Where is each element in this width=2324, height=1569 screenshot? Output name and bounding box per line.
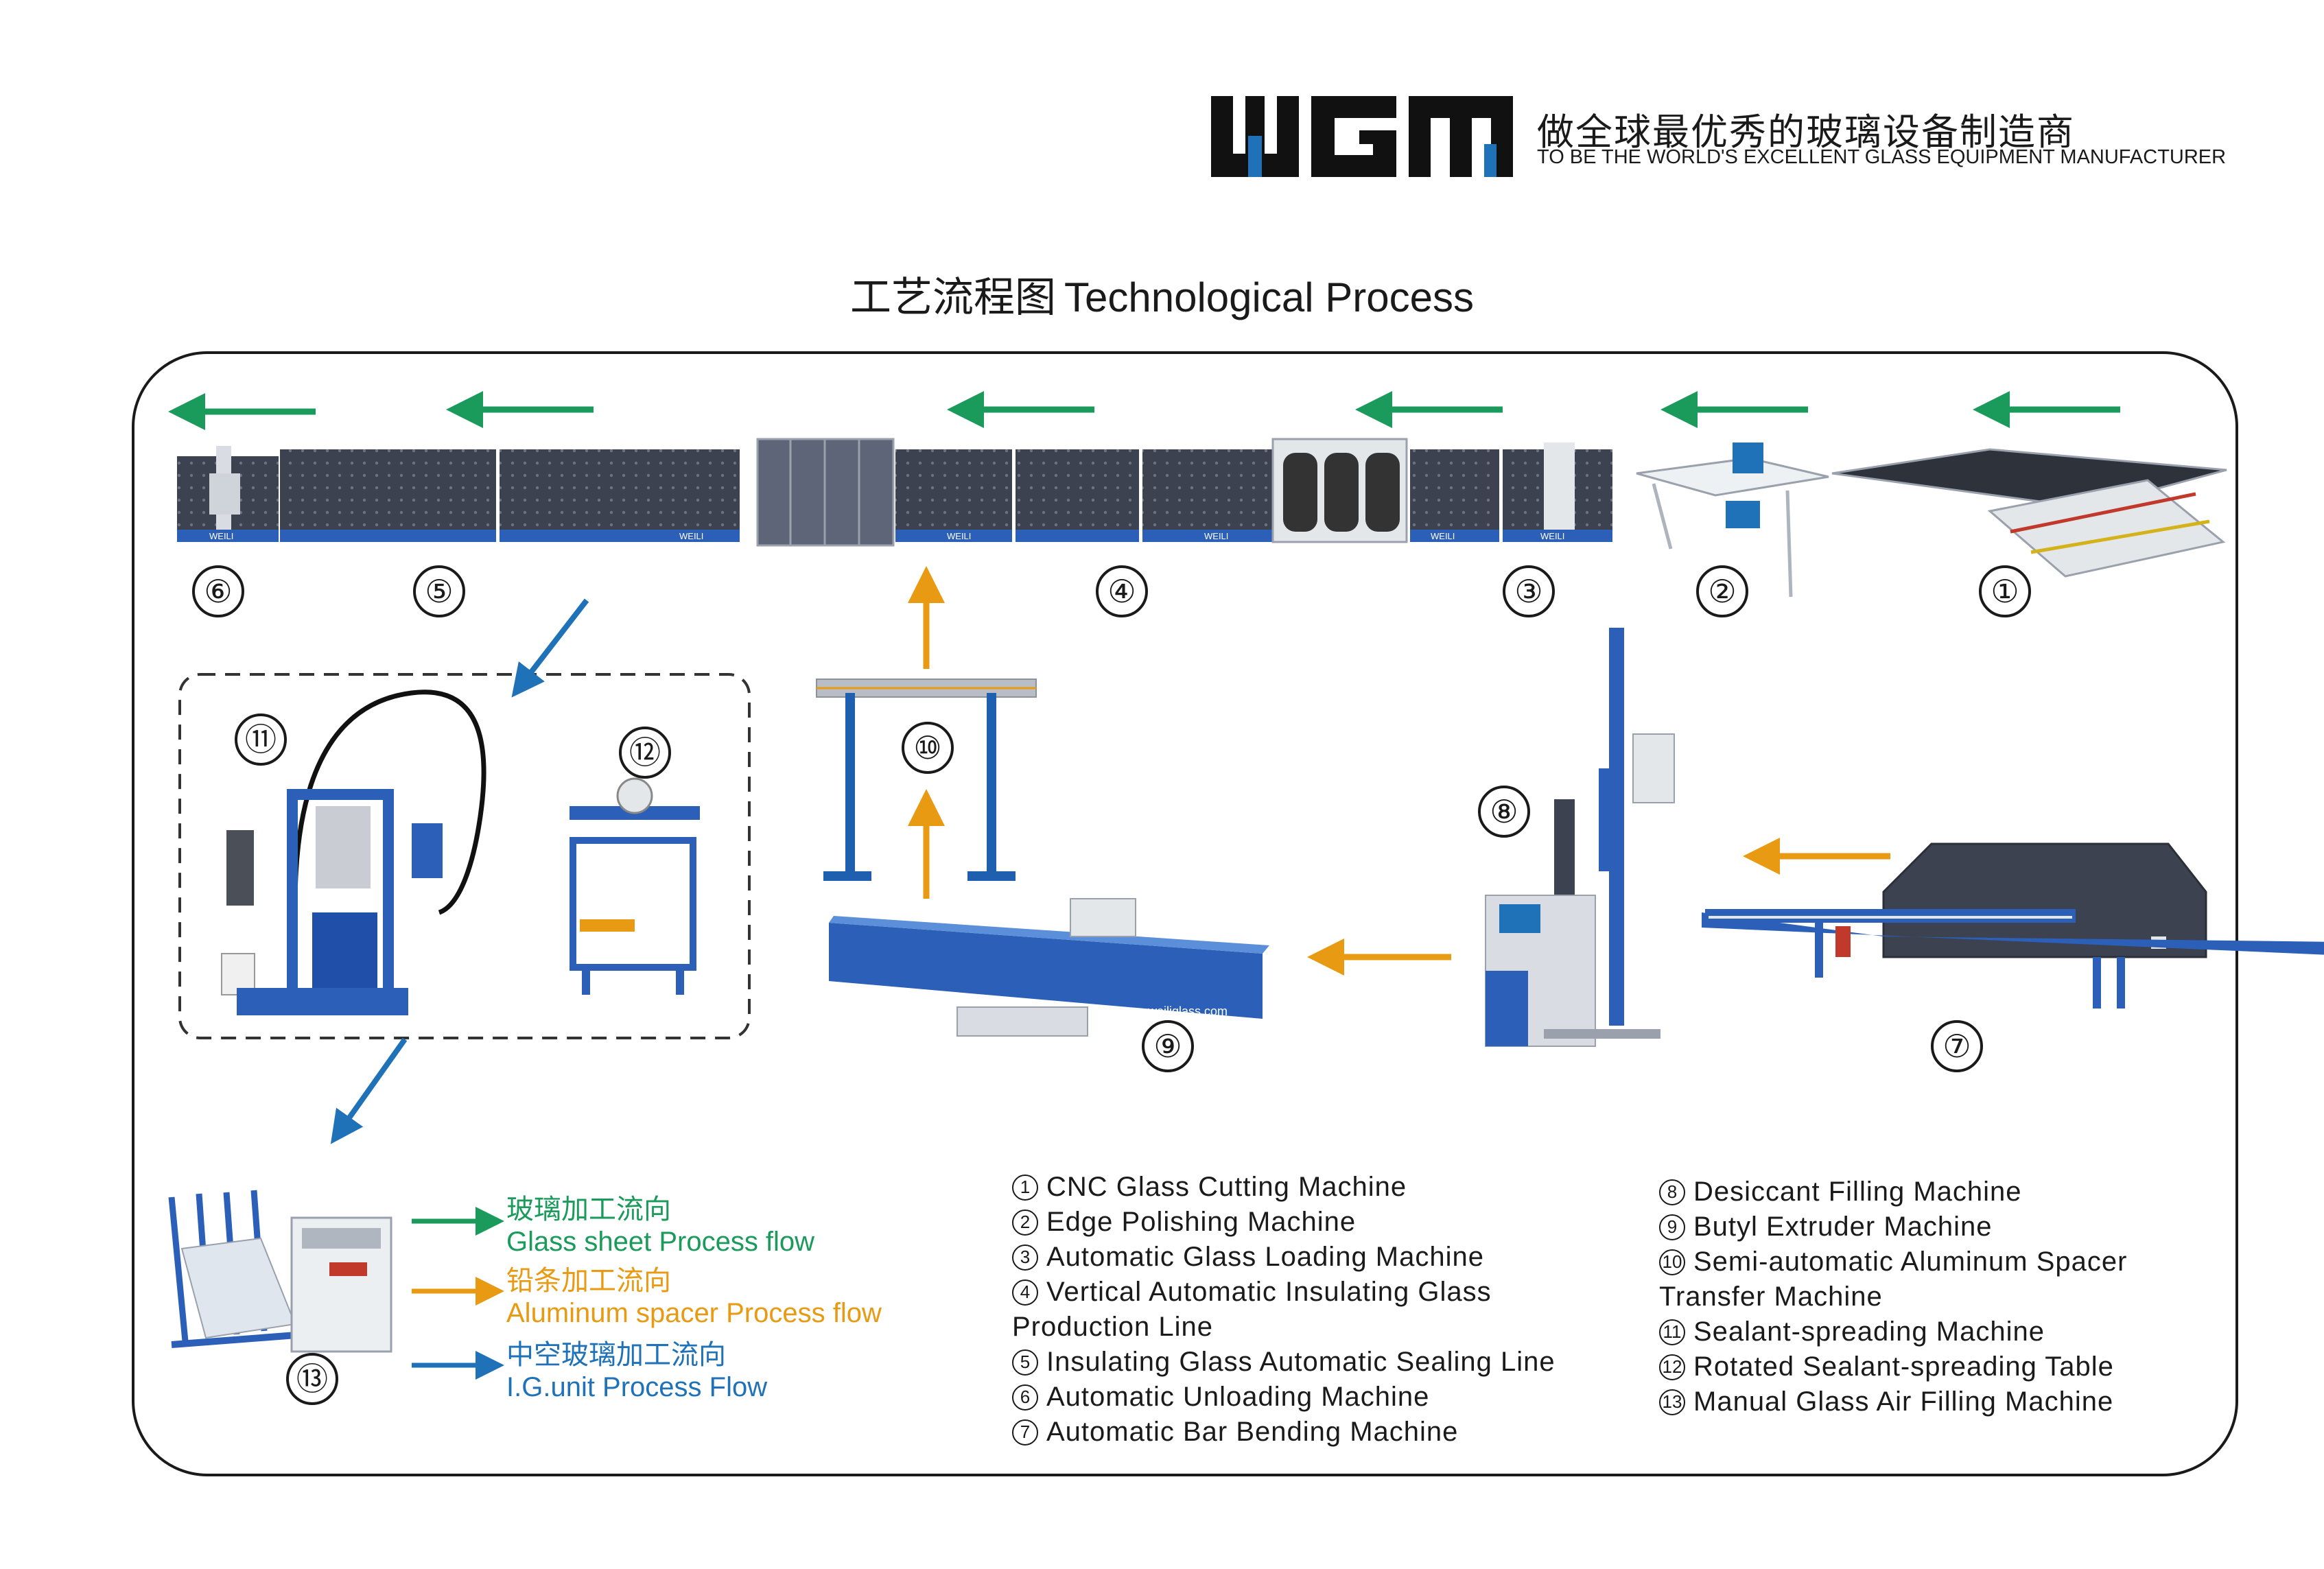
ig-flow-arrow <box>330 1037 408 1144</box>
marker-9: ⑨ <box>1142 1020 1194 1072</box>
extruder-url-text: www.weiliglass.com <box>1118 1004 1228 1018</box>
sealant-spreading-machine <box>221 689 486 1015</box>
marker-5: ⑤ <box>413 565 465 617</box>
marker-13: ⑬ <box>286 1353 338 1405</box>
legend-glass: 玻璃加工流向 Glass sheet Process flow <box>506 1187 814 1258</box>
butyl-extruder-machine: www.weiliglass.com <box>829 898 1269 1037</box>
item-number: 10 <box>1659 1249 1685 1275</box>
equipment-item-continuation: Transfer Machine <box>1659 1282 1883 1312</box>
item-name: Automatic Unloading Machine <box>1046 1382 1430 1412</box>
marker-6: ⑥ <box>192 565 244 617</box>
marker-12: ⑫ <box>619 727 671 779</box>
item-name: Sealant-spreading Machine <box>1693 1317 2045 1347</box>
equipment-list-left: 1 CNC Glass Cutting Machine 2 Edge Polishi… <box>1012 1170 1556 1450</box>
item-name: Automatic Bar Bending Machine <box>1046 1417 1459 1447</box>
equipment-item: 10 Semi-automatic Aluminum Spacer <box>1659 1244 2127 1279</box>
item-number: 3 <box>1012 1244 1038 1271</box>
wgm-logo-graphic <box>1211 96 1513 177</box>
brand-label: WEILI <box>947 531 972 541</box>
item-number: 8 <box>1659 1179 1685 1205</box>
equipment-item: 13 Manual Glass Air Filling Machine <box>1659 1384 2127 1419</box>
legend-glass-cn: 玻璃加工流向 <box>506 1194 671 1225</box>
equipment-item: 8 Desiccant Filling Machine <box>1659 1175 2127 1210</box>
item-number: 6 <box>1012 1384 1038 1411</box>
item-number: 2 <box>1012 1210 1038 1236</box>
desiccant-filling-machine <box>1485 628 1675 1047</box>
spacer-transfer-machine <box>816 679 1037 881</box>
item-name: Vertical Automatic Insulating Glass <box>1046 1277 1492 1307</box>
item-number: 1 <box>1012 1175 1038 1201</box>
marker-7: ⑦ <box>1931 1020 1983 1072</box>
item-name: Desiccant Filling Machine <box>1693 1177 2022 1207</box>
equipment-item: 1 CNC Glass Cutting Machine <box>1012 1170 1556 1205</box>
brand-label: WEILI <box>679 531 704 541</box>
item-number: 12 <box>1659 1354 1685 1380</box>
item-name: Manual Glass Air Filling Machine <box>1693 1387 2114 1417</box>
equipment-item: 12 Rotated Sealant-spreading Table <box>1659 1349 2127 1384</box>
item-number: 4 <box>1012 1279 1038 1306</box>
bar-bending-machine <box>1702 842 2324 1008</box>
sealant-station-box <box>178 673 751 1039</box>
item-name: Semi-automatic Aluminum Spacer <box>1693 1247 2128 1277</box>
marker-2: ② <box>1696 565 1748 617</box>
legend-ig-cn: 中空玻璃加工流向 <box>506 1340 726 1370</box>
production-line <box>177 438 1612 547</box>
brand-label: WEILI <box>1431 531 1455 541</box>
slogan-chinese: 做全球最优秀的玻璃设备制造商 <box>1537 112 2075 153</box>
marker-8: ⑧ <box>1478 786 1530 838</box>
legend-ig: 中空玻璃加工流向 I.G.unit Process Flow <box>506 1332 767 1403</box>
legend-glass-en: Glass sheet Process flow <box>506 1227 815 1257</box>
item-name: Rotated Sealant-spreading Table <box>1693 1352 2114 1382</box>
item-name: Edge Polishing Machine <box>1046 1207 1357 1237</box>
equipment-item: 9 Butyl Extruder Machine <box>1659 1210 2127 1244</box>
equipment-item: 3 Automatic Glass Loading Machine <box>1012 1240 1556 1275</box>
title-english: Technological Process <box>1064 274 1474 320</box>
edge-polishing-machine <box>1636 443 1829 598</box>
ig-flow-arrow <box>511 598 589 698</box>
item-name: Automatic Glass Loading Machine <box>1046 1242 1484 1272</box>
air-filling-machine <box>168 1190 392 1353</box>
cnc-cutting-table <box>1831 448 2227 578</box>
marker-3: ③ <box>1503 565 1555 617</box>
item-number: 13 <box>1659 1389 1685 1415</box>
legend-spacer-cn: 铅条加工流向 <box>506 1266 671 1296</box>
legend-spacer: 铅条加工流向 Aluminum spacer Process flow <box>506 1258 882 1329</box>
marker-10: ⑩ <box>902 722 954 774</box>
brand-label: WEILI <box>1540 531 1565 541</box>
item-number: 7 <box>1012 1419 1038 1446</box>
brand-label: WEILI <box>1204 531 1229 541</box>
process-frame <box>132 351 2238 1476</box>
equipment-item: 5 Insulating Glass Automatic Sealing Line <box>1012 1345 1556 1380</box>
legend-spacer-en: Aluminum spacer Process flow <box>506 1298 882 1328</box>
equipment-item: 4 Vertical Automatic Insulating Glass <box>1012 1275 1556 1310</box>
rotated-sealant-table <box>570 777 700 995</box>
equipment-item: 2 Edge Polishing Machine <box>1012 1205 1556 1240</box>
equipment-item: 11 Sealant-spreading Machine <box>1659 1314 2127 1349</box>
legend-ig-en: I.G.unit Process Flow <box>506 1372 768 1402</box>
item-name: CNC Glass Cutting Machine <box>1046 1172 1407 1202</box>
glass-flow-arrows <box>168 391 2120 430</box>
item-number: 5 <box>1012 1349 1038 1376</box>
equipment-item: 7 Automatic Bar Bending Machine <box>1012 1415 1556 1450</box>
title-chinese: 工艺流程图 <box>850 274 1056 320</box>
equipment-item-continuation: Production Line <box>1012 1312 1213 1342</box>
marker-11: ⑪ <box>235 713 287 766</box>
marker-1: ① <box>1979 565 2031 617</box>
wgm-logo <box>1211 96 1513 177</box>
equipment-list-right: 8 Desiccant Filling Machine 9 Butyl Extrud… <box>1659 1175 2127 1419</box>
brand-label: WEILI <box>209 531 234 541</box>
ig-flow-arrows <box>330 598 589 1144</box>
marker-4: ④ <box>1096 565 1148 617</box>
spacer-flow-arrows <box>908 566 1890 976</box>
equipment-item: 6 Automatic Unloading Machine <box>1012 1380 1556 1415</box>
item-name: Butyl Extruder Machine <box>1693 1212 1993 1242</box>
item-name: Insulating Glass Automatic Sealing Line <box>1046 1347 1556 1377</box>
item-number: 9 <box>1659 1214 1685 1240</box>
slogan-english: TO BE THE WORLD'S EXCELLENT GLASS EQUIPM… <box>1537 146 2227 168</box>
item-number: 11 <box>1659 1319 1685 1345</box>
